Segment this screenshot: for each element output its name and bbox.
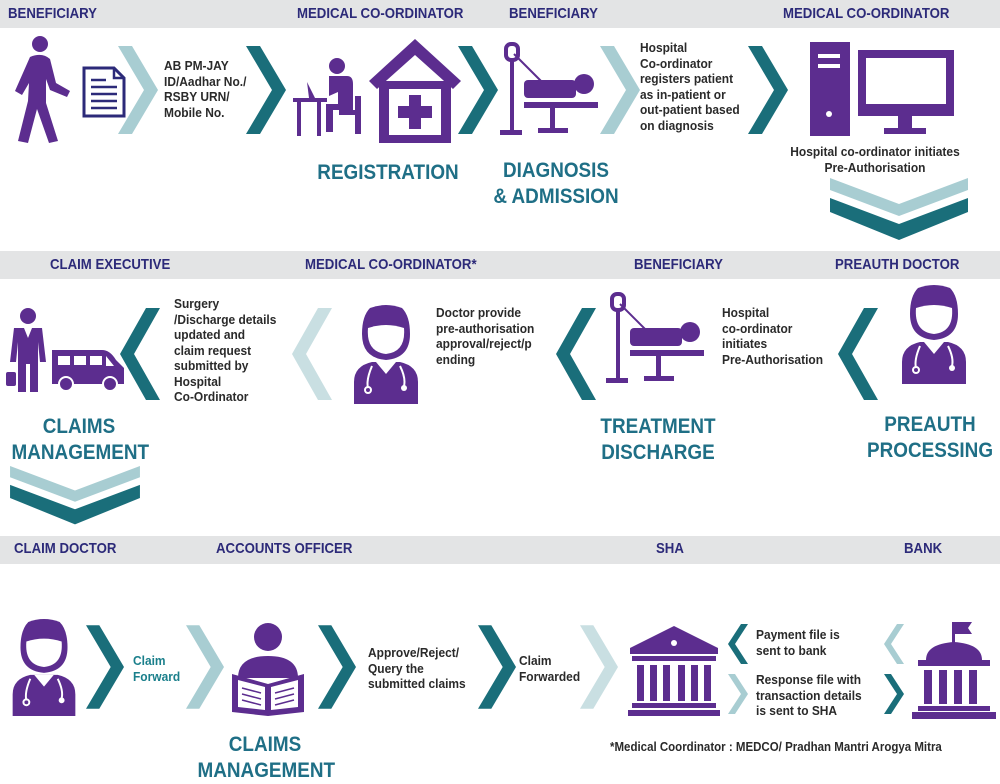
role-bank: BANK <box>904 540 943 557</box>
chevron-down-icon <box>830 178 968 240</box>
row1-header-band <box>0 0 1000 28</box>
role-preauth-doctor: PREAUTH DOCTOR <box>835 256 960 273</box>
chevron-right-icon <box>186 625 224 709</box>
patient-bed-icon <box>606 292 704 383</box>
role-medical-coordinator: MEDICAL CO-ORDINATOR <box>783 5 950 22</box>
chevron-right-icon <box>478 625 516 709</box>
role-medical-coordinator: MEDICAL CO-ORDINATOR <box>297 5 464 22</box>
initiates-preauth-text: Hospital co-ordinator initiates Pre-Auth… <box>790 144 960 175</box>
computer-user-icon <box>293 58 361 136</box>
chevron-right-icon <box>728 674 748 714</box>
doctor-icon <box>354 305 418 404</box>
doctor-icon <box>12 619 76 716</box>
chevron-right-icon <box>884 674 904 714</box>
row3-header-band <box>0 536 1000 564</box>
hospital-house-icon <box>369 39 461 143</box>
chevron-left-icon <box>292 308 332 400</box>
role-beneficiary: BENEFICIARY <box>8 5 97 22</box>
chevron-right-icon <box>318 625 356 709</box>
walking-person-icon <box>15 36 70 143</box>
stage-preauth-processing: PREAUTH PROCESSING <box>867 413 994 462</box>
role-medical-coordinator: MEDICAL CO-ORDINATOR* <box>305 256 477 273</box>
approve-reject-text: Approve/Reject/ Query the submitted clai… <box>368 645 466 691</box>
chevron-right-icon <box>458 46 498 134</box>
id-documents-text: AB PM-JAY ID/Aadhar No./ RSBY URN/ Mobil… <box>164 58 247 120</box>
desktop-computer-icon <box>810 42 954 136</box>
bank-building-icon <box>628 626 720 716</box>
chevron-right-icon <box>246 46 286 134</box>
claim-forward-text: Claim Forward <box>133 653 181 684</box>
chevron-right-icon <box>748 46 788 134</box>
businessman-icon <box>6 308 46 392</box>
stage-diagnosis-admission: DIAGNOSIS & ADMISSION <box>493 159 619 208</box>
document-icon <box>82 66 126 118</box>
role-beneficiary: BENEFICIARY <box>634 256 723 273</box>
chevron-down-icon <box>10 466 140 525</box>
initiates-preauth-text: Hospital co-ordinator initiates Pre-Auth… <box>722 305 824 367</box>
role-claim-doctor: CLAIM DOCTOR <box>14 540 117 557</box>
footnote: *Medical Coordinator : MEDCO/ Pradhan Ma… <box>610 740 942 754</box>
surgery-discharge-text: Surgery /Discharge details updated and c… <box>174 296 277 404</box>
bank-building-icon <box>912 622 996 719</box>
chevron-left-icon <box>120 308 160 400</box>
chevron-left-icon <box>728 624 748 664</box>
role-beneficiary: BENEFICIARY <box>509 5 598 22</box>
chevron-right-icon <box>600 46 640 134</box>
row2-header-band <box>0 251 1000 279</box>
chevron-right-icon <box>118 46 158 134</box>
registers-patient-text: Hospital Co-ordinator registers patient … <box>640 40 740 133</box>
stage-claims-management: CLAIMS MANAGEMENT <box>11 415 150 464</box>
doctor-provide-text: Doctor provide pre-authorisation approva… <box>436 305 535 367</box>
stage-treatment-discharge: TREATMENT DISCHARGE <box>600 415 716 464</box>
patient-bed-icon <box>500 42 598 135</box>
payment-file-text: Payment file is sent to bank <box>756 627 840 658</box>
reader-icon <box>232 623 304 716</box>
role-accounts-officer: ACCOUNTS OFFICER <box>216 540 353 557</box>
chevron-left-icon <box>838 308 878 400</box>
chevron-right-icon <box>86 625 124 709</box>
chevron-left-icon <box>884 624 904 664</box>
claim-forwarded-text: Claim Forwarded <box>519 653 581 684</box>
stage-claims-management: CLAIMS MANAGEMENT <box>197 733 336 782</box>
doctor-icon <box>902 285 966 384</box>
response-file-text: Response file with transaction details i… <box>756 672 862 718</box>
ambulance-van-icon <box>52 350 124 392</box>
chevron-right-icon <box>580 625 618 709</box>
role-sha: SHA <box>656 540 684 557</box>
role-claim-executive: CLAIM EXECUTIVE <box>50 256 171 273</box>
stage-registration: REGISTRATION <box>317 161 459 184</box>
chevron-left-icon <box>556 308 596 400</box>
